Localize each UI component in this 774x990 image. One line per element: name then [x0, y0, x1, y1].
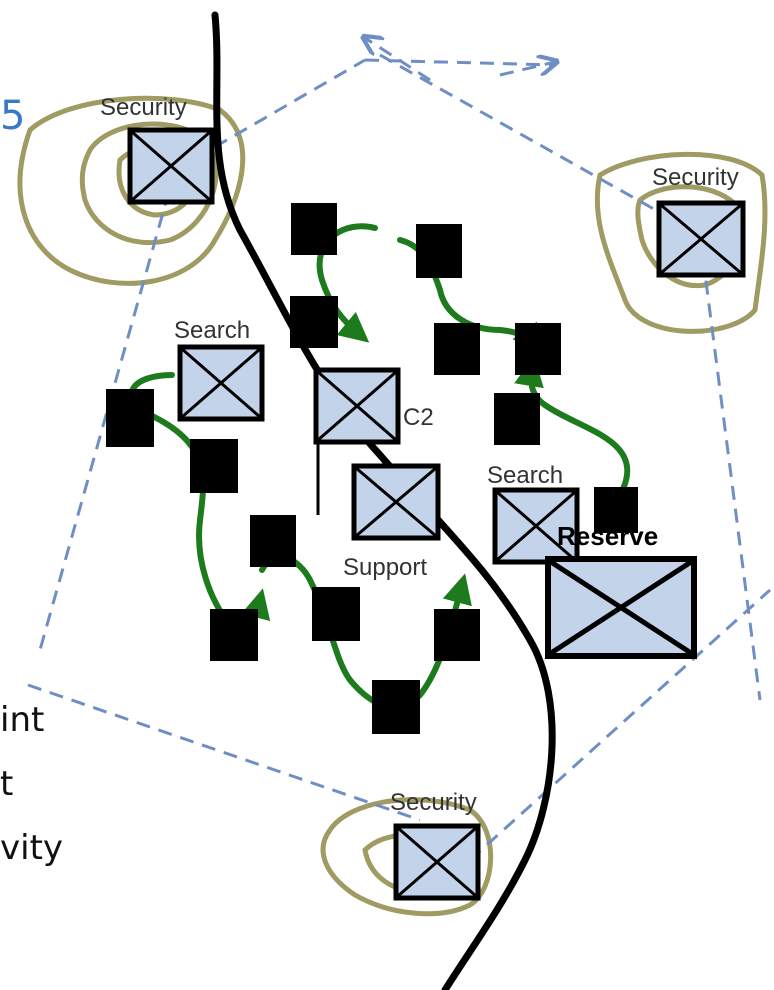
unit-security-s	[393, 823, 481, 901]
main-route-line	[211, 11, 556, 990]
boundary-arrow-nw	[365, 38, 431, 82]
label-support: Support	[343, 554, 427, 581]
element-block	[312, 587, 360, 641]
element-block	[291, 203, 337, 255]
unit-security-nw	[127, 127, 215, 205]
element-block	[250, 515, 296, 567]
label-security-ne: Security	[652, 164, 739, 191]
element-block	[416, 224, 462, 278]
label-search-w: Search	[174, 317, 250, 344]
unit-security-ne	[656, 200, 746, 278]
element-block	[434, 323, 480, 375]
label-security-nw: Security	[100, 94, 187, 121]
element-block	[494, 393, 540, 445]
element-block	[594, 487, 638, 533]
element-block	[372, 680, 420, 734]
element-block	[515, 323, 561, 375]
unit-search-w	[177, 344, 265, 422]
element-block	[434, 609, 480, 661]
slide-text-fragment-top: 5	[0, 93, 26, 139]
unit-reserve	[545, 556, 697, 659]
unit-c2	[313, 367, 401, 445]
terrain-contour-ne	[594, 151, 768, 334]
element-blocks	[106, 203, 638, 734]
slide-text-fragment-2: t	[0, 764, 14, 804]
unit-support	[351, 463, 441, 541]
label-c2: C2	[403, 404, 434, 431]
element-block	[106, 389, 154, 447]
element-block	[290, 296, 338, 348]
element-block	[190, 439, 238, 493]
label-reserve: Reserve	[557, 521, 658, 551]
unit-search-e	[492, 487, 580, 565]
slide-text-fragment-3: vity	[0, 828, 64, 868]
boundary-arrow-ne	[499, 62, 555, 77]
label-security-s: Security	[390, 789, 477, 816]
slide-text-fragment-1: int	[0, 700, 45, 740]
label-search-e: Search	[487, 462, 563, 489]
element-block	[210, 609, 258, 661]
